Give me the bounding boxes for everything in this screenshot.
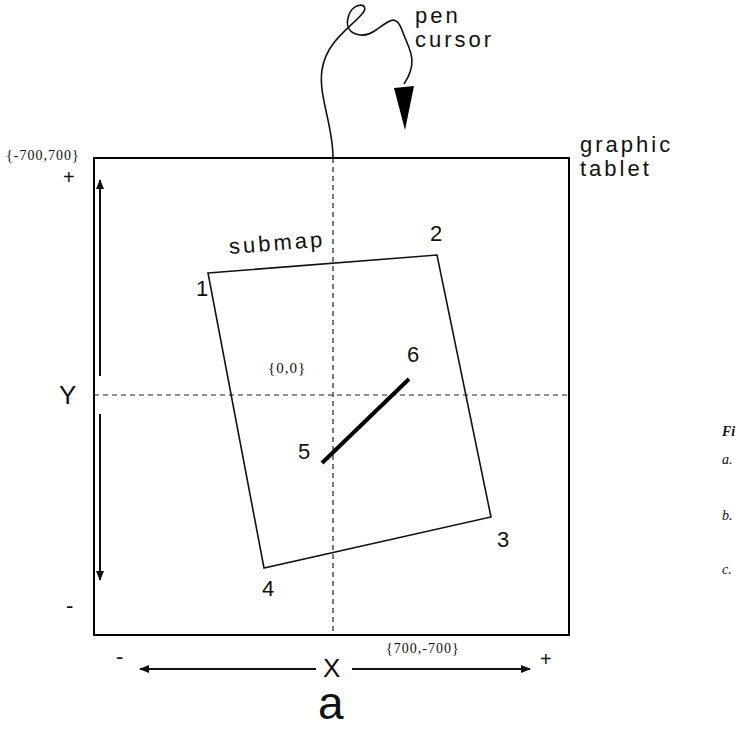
pen-cord [321, 5, 412, 157]
pen-cursor-label: pen cursor [415, 4, 530, 52]
callout-number: 1 [196, 277, 208, 301]
submap-label: submap [228, 228, 326, 260]
callout-number: 2 [430, 222, 442, 246]
caption-fragment: Fi [722, 424, 735, 439]
corner-coordinate: {700,-700} [386, 641, 460, 656]
axis-sign: + [63, 166, 75, 188]
digitised-line [322, 379, 409, 463]
callout-number: 6 [407, 343, 419, 367]
caption-fragment: a. [722, 452, 733, 467]
panel-letter: a [318, 678, 344, 729]
callout-number: 5 [298, 440, 310, 464]
submap-border [208, 255, 491, 568]
x-arrow [352, 668, 530, 670]
axis-name: Y [59, 381, 76, 410]
tablet-label: graphic tablet [580, 133, 710, 181]
graphic-tablet: graphic tabletsubmap [93, 157, 570, 636]
caption-fragment: b. [722, 508, 733, 523]
y-axis-dashed [332, 158, 333, 635]
axis-sign: - [66, 594, 73, 618]
y-arrow [99, 414, 101, 580]
submap-region: submap [208, 255, 491, 568]
caption-fragment: c. [722, 562, 732, 577]
origin-coordinate: {0,0} [268, 360, 306, 377]
y-arrow [99, 180, 101, 376]
axis-sign: - [116, 645, 123, 669]
corner-coordinate: {-700,700} [6, 148, 80, 163]
callout-number: 4 [262, 577, 274, 601]
pen-cursor-tip [394, 86, 414, 130]
axis-sign: + [540, 648, 552, 670]
x-arrow [140, 668, 316, 670]
x-axis-dashed [94, 394, 569, 395]
callout-number: 3 [497, 528, 509, 552]
submap-outline [208, 255, 491, 568]
